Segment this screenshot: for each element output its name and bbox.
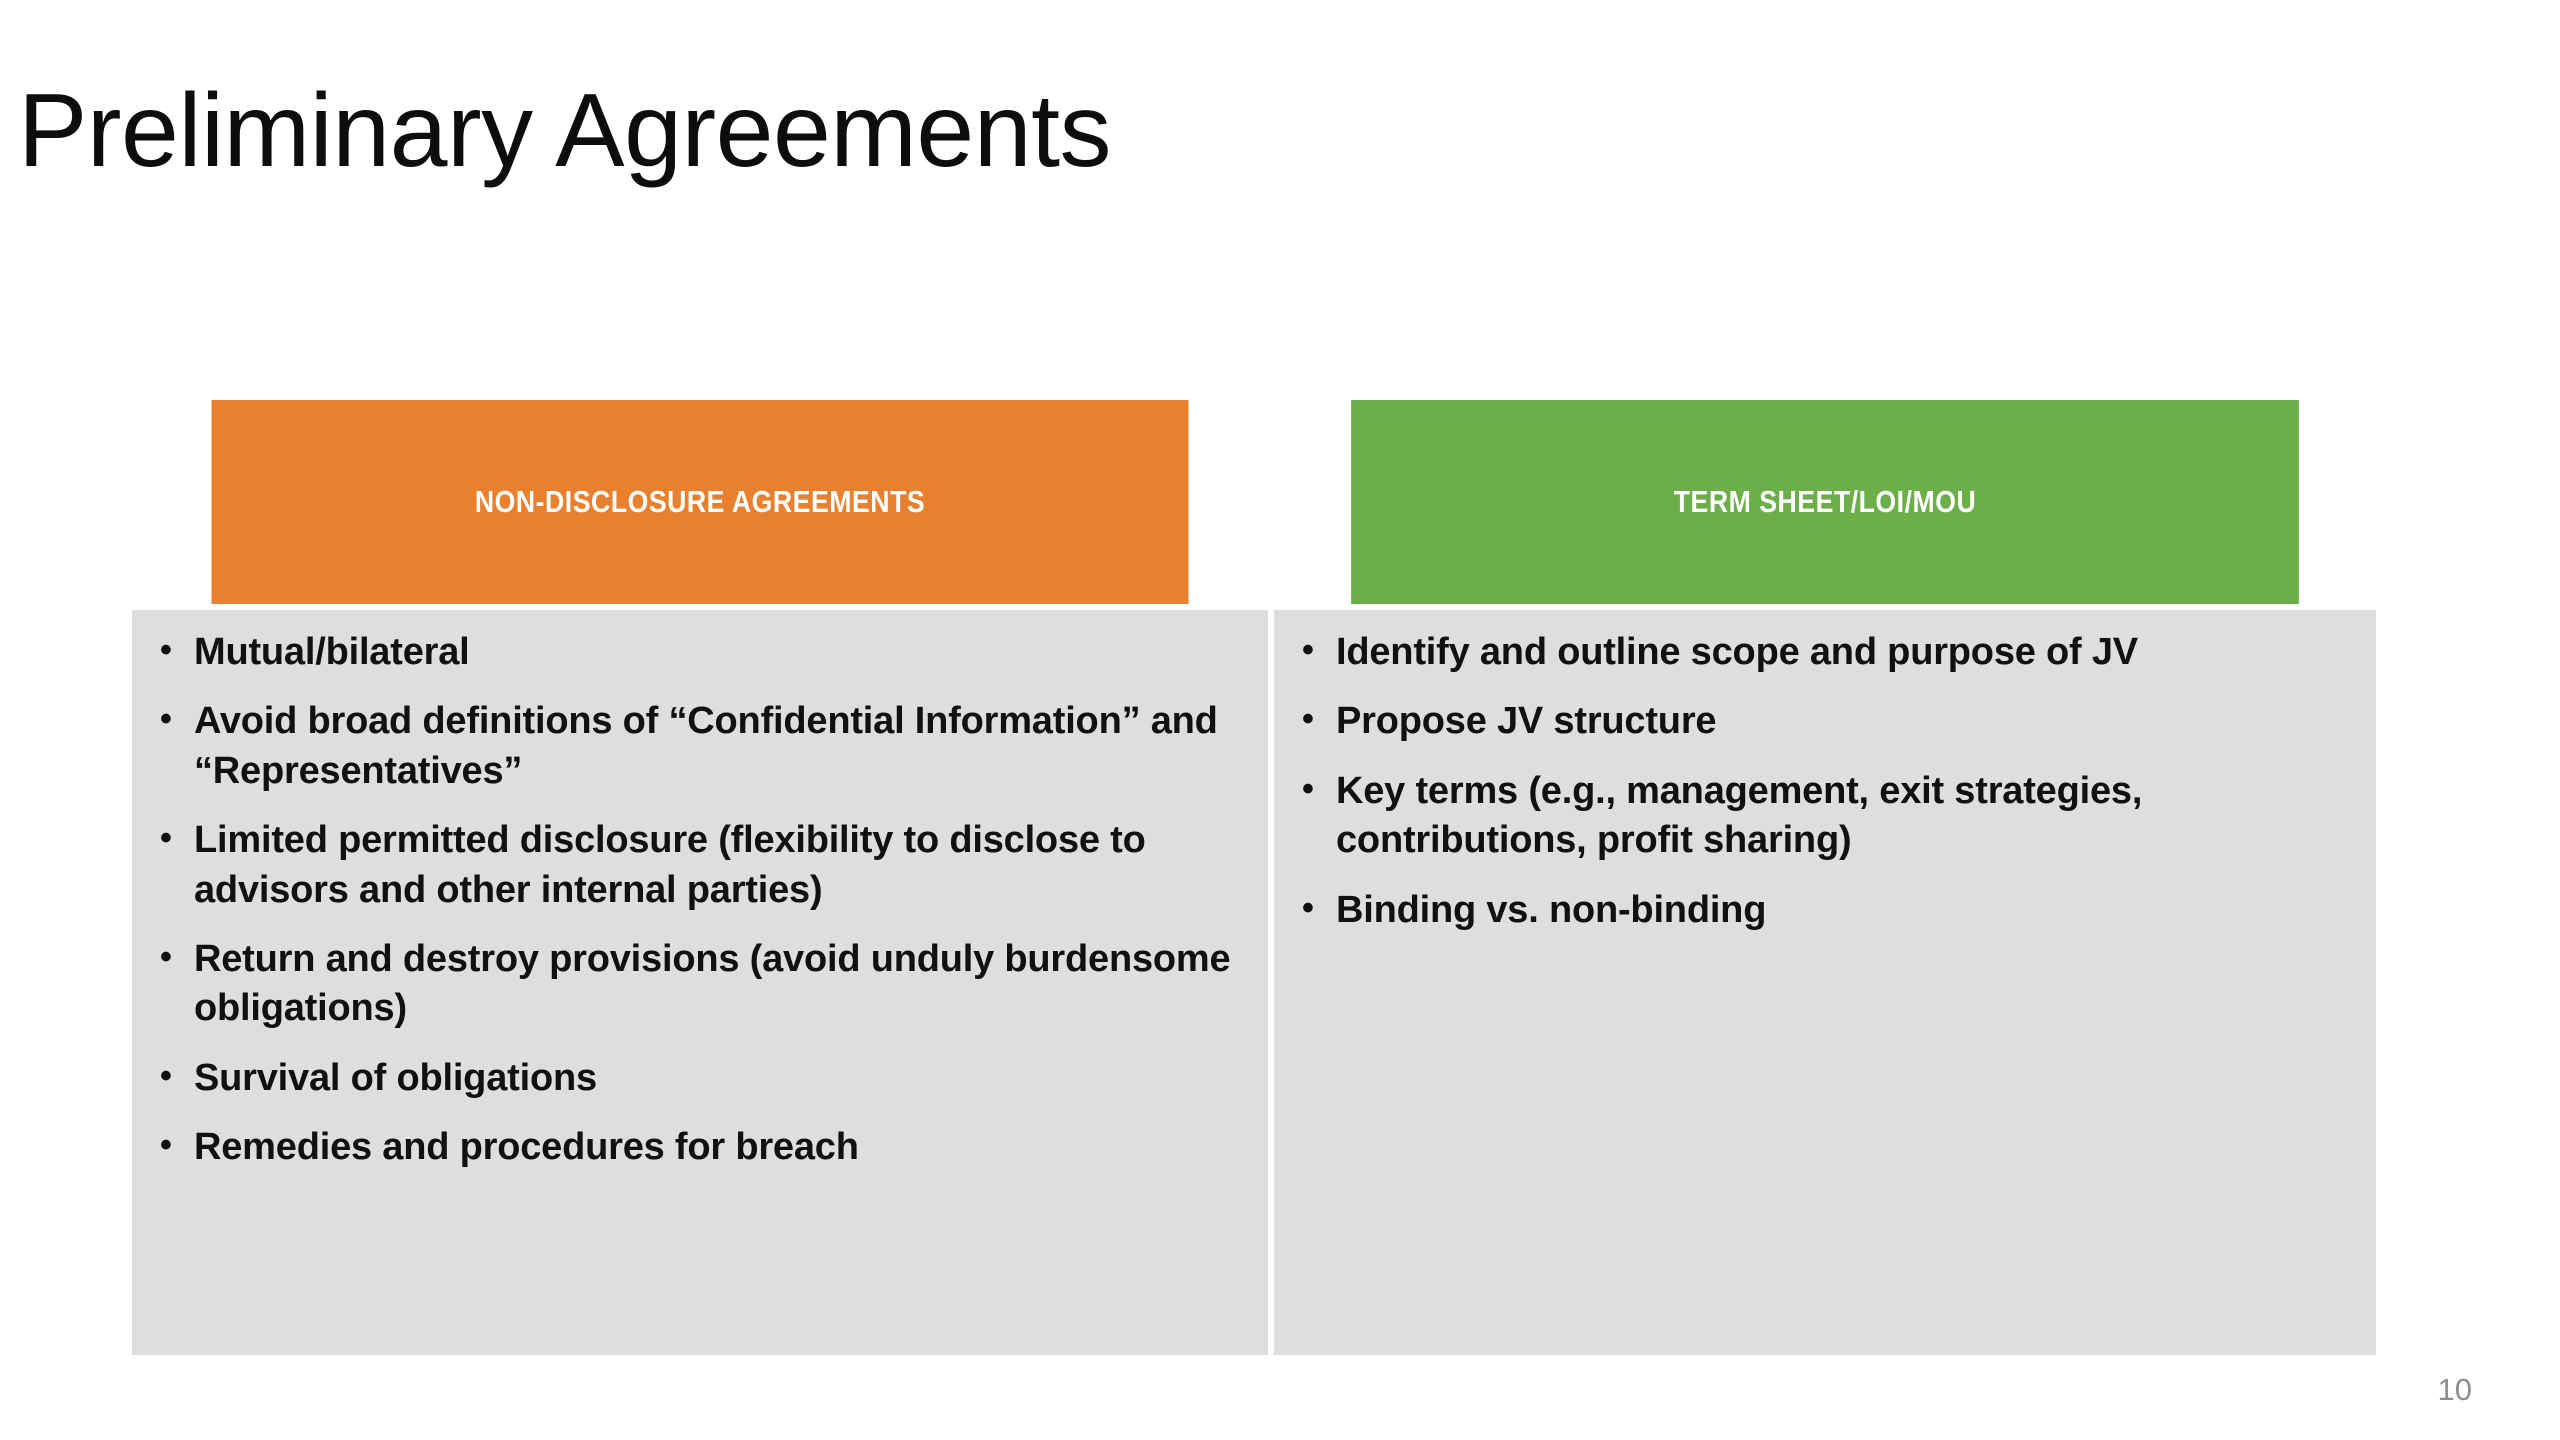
page-number: 10 bbox=[2437, 1372, 2472, 1407]
list-item: Binding vs. non-binding bbox=[1300, 886, 2350, 935]
bullet-list-term-sheet-loi-mou: Identify and outline scope and purpose o… bbox=[1300, 628, 2350, 935]
bullet-text: Remedies and procedures for breach bbox=[194, 1126, 859, 1169]
column-body-non-disclosure-agreements: Mutual/bilateral Avoid broad definitions… bbox=[132, 610, 1268, 1355]
list-item: Identify and outline scope and purpose o… bbox=[1300, 628, 2350, 677]
body-column-divider bbox=[1268, 610, 1274, 1355]
column-header-label: NON-DISCLOSURE AGREEMENTS bbox=[474, 484, 926, 519]
list-item: Key terms (e.g., management, exit strate… bbox=[1300, 767, 2350, 866]
column-header-non-disclosure-agreements: NON-DISCLOSURE AGREEMENTS bbox=[211, 400, 1189, 604]
column-header-term-sheet-loi-mou: TERM SHEET/LOI/MOU bbox=[1351, 400, 2299, 604]
bullet-text: Propose JV structure bbox=[1336, 700, 1717, 743]
page-title: Preliminary Agreements bbox=[18, 73, 1111, 189]
bullet-text: Binding vs. non-binding bbox=[1336, 888, 1767, 931]
comparison-table: NON-DISCLOSURE AGREEMENTS TERM SHEET/LOI… bbox=[132, 400, 2376, 1355]
bullet-text: Mutual/bilateral bbox=[194, 631, 470, 673]
list-item: Survival of obligations bbox=[158, 1054, 1242, 1103]
list-item: Avoid broad definitions of “Confidential… bbox=[158, 697, 1242, 796]
header-column-divider bbox=[1268, 400, 1274, 604]
table-header-row: NON-DISCLOSURE AGREEMENTS TERM SHEET/LOI… bbox=[132, 400, 2376, 604]
bullet-text: Limited permitted disclosure (flexibilit… bbox=[194, 819, 1146, 911]
table-body-row: Mutual/bilateral Avoid broad definitions… bbox=[132, 610, 2376, 1355]
bullet-text: Survival of obligations bbox=[194, 1056, 597, 1099]
bullet-text: Return and destroy provisions (avoid und… bbox=[194, 937, 1231, 1030]
bullet-list-non-disclosure-agreements: Mutual/bilateral Avoid broad definitions… bbox=[158, 628, 1242, 1173]
column-body-term-sheet-loi-mou: Identify and outline scope and purpose o… bbox=[1274, 610, 2376, 1355]
bullet-text: Identify and outline scope and purpose o… bbox=[1336, 631, 2138, 673]
column-header-label: TERM SHEET/LOI/MOU bbox=[1673, 484, 1977, 519]
list-item: Limited permitted disclosure (flexibilit… bbox=[158, 816, 1242, 915]
bullet-text: Avoid broad definitions of “Confidential… bbox=[194, 700, 1218, 792]
list-item: Mutual/bilateral bbox=[158, 628, 1242, 677]
list-item: Return and destroy provisions (avoid und… bbox=[158, 935, 1242, 1034]
list-item: Remedies and procedures for breach bbox=[158, 1123, 1242, 1172]
bullet-text: Key terms (e.g., management, exit strate… bbox=[1336, 769, 2143, 862]
list-item: Propose JV structure bbox=[1300, 697, 2350, 746]
